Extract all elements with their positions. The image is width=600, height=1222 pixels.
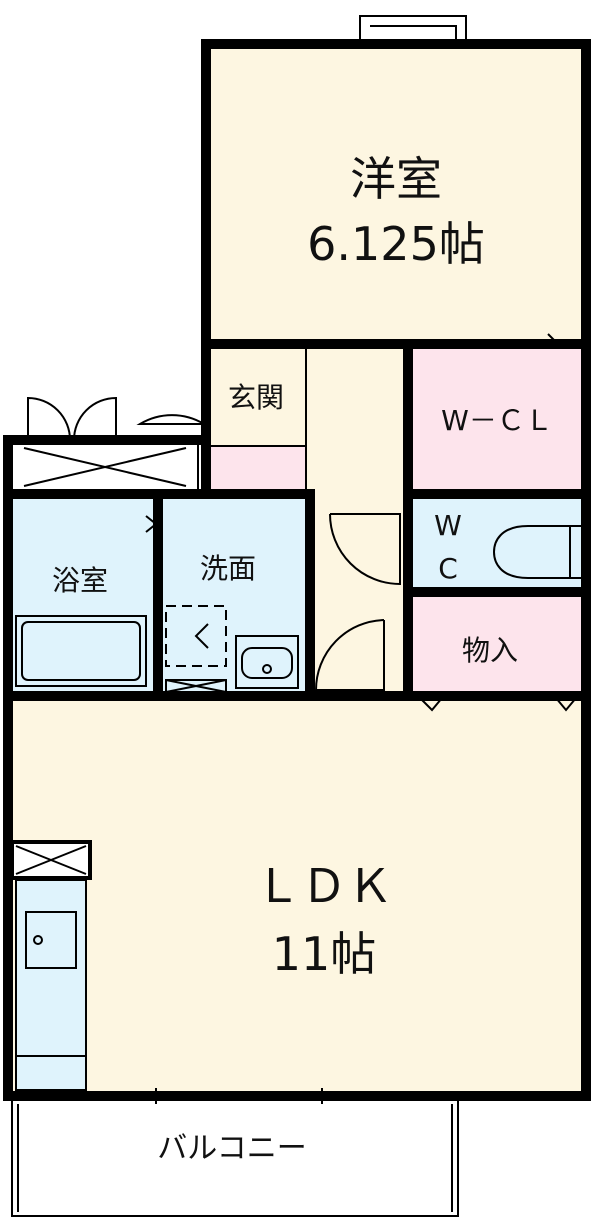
hall-door-swing-upper	[329, 513, 401, 586]
storage-floor	[410, 596, 586, 692]
bath-label: 浴室	[52, 564, 108, 597]
outer-wall-western	[201, 39, 591, 1101]
western-room-floor	[206, 44, 586, 344]
bathtub-inner	[21, 621, 141, 681]
thin-walls	[11, 344, 459, 1217]
balcony-rail	[11, 1100, 459, 1217]
kitchen-drain-icon	[33, 935, 43, 945]
washroom-floor	[162, 498, 306, 692]
walls	[3, 39, 591, 1101]
hall-door-swing-lower	[314, 619, 385, 691]
entrance-label: 玄関	[228, 381, 284, 414]
drain-icon	[262, 664, 272, 674]
toilet-bowl	[492, 525, 571, 579]
western-room-size: 6.125帖	[307, 217, 485, 271]
entrance-floor	[206, 344, 306, 446]
wcl-label: W－ＣＬ	[441, 404, 553, 437]
room-labels: 洋室 6.125帖 玄関 W－ＣＬ W C 浴室 洗面 物入 ＬＤＫ 11帖 バ…	[52, 152, 553, 1166]
balcony-floor	[12, 1100, 458, 1216]
washroom-label: 洗面	[200, 552, 256, 585]
kitchen-sink	[25, 911, 77, 969]
wc-floor	[410, 498, 586, 588]
washbasin-bowl	[241, 647, 293, 679]
range-hood-cross	[15, 845, 87, 875]
washbasin	[235, 635, 299, 689]
porch-storage-cross	[23, 447, 187, 487]
porch-door-swing-left	[27, 396, 71, 441]
bay-window-inner	[370, 25, 457, 42]
storage-label: 物入	[462, 634, 518, 667]
porch-door-swing-right	[73, 396, 117, 441]
wc-label-w: W	[434, 509, 462, 542]
ldk-size: 11帖	[272, 927, 377, 981]
ldk-floor	[12, 698, 586, 1094]
bathtub	[15, 615, 147, 687]
western-room-name: 洋室	[350, 152, 442, 206]
entrance-step-floor	[206, 446, 306, 492]
ldk-name: ＬＤＫ	[255, 859, 393, 913]
entry-door-swing	[136, 362, 205, 426]
vent-box-cross	[165, 679, 227, 693]
bay-window	[359, 15, 467, 43]
fixtures	[10, 15, 587, 1104]
storage-door-marks	[419, 697, 577, 712]
washer-mark-icon	[194, 623, 209, 649]
washing-machine-space	[165, 605, 227, 667]
wcl-floor	[410, 344, 586, 492]
wc-label-c: C	[438, 552, 458, 585]
hallway-floor	[306, 344, 410, 698]
balcony-label: バルコニー	[157, 1131, 306, 1166]
